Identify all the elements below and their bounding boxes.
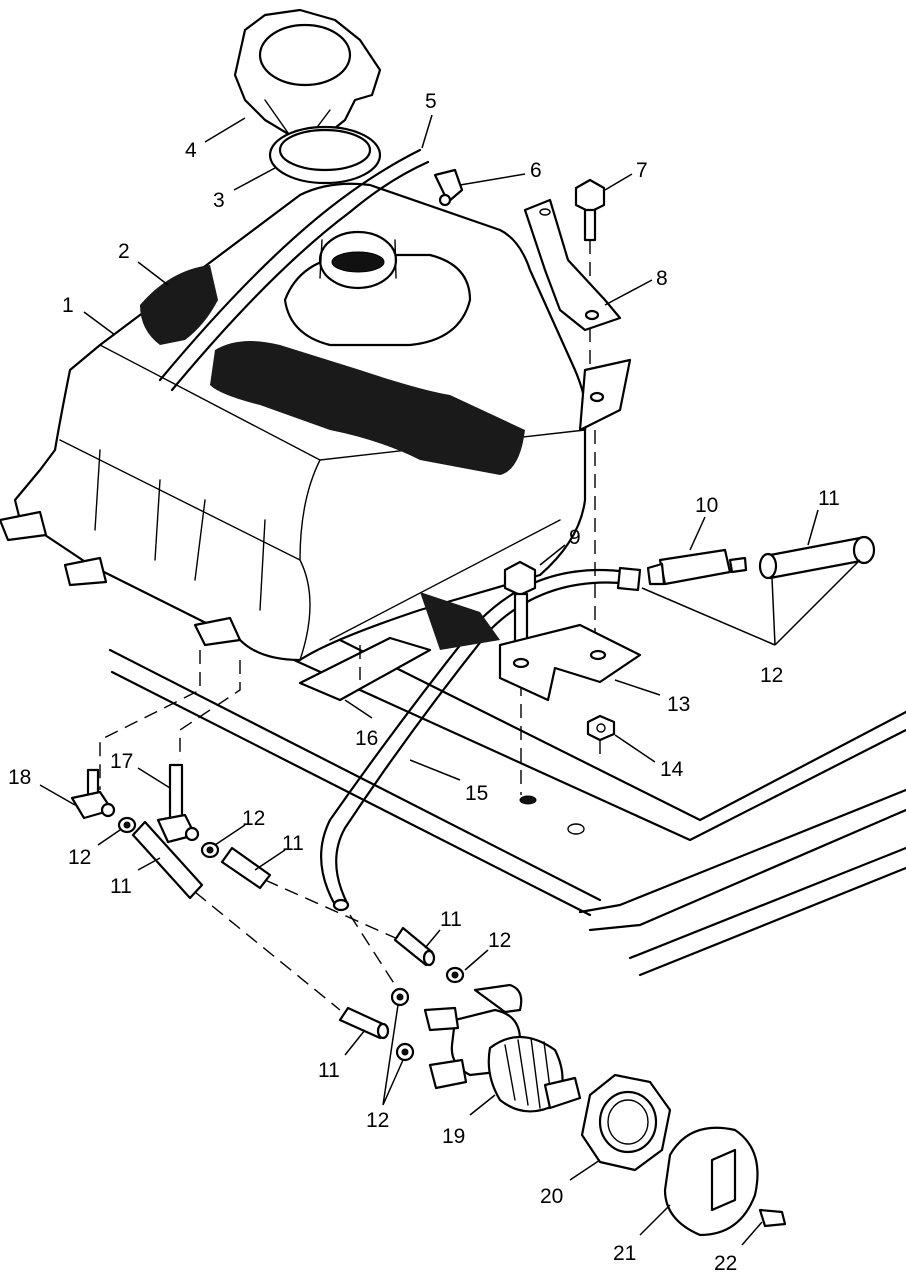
knob-screw [758,1208,787,1228]
svg-text:7: 7 [636,159,648,182]
callout-1: 1 [62,294,116,336]
svg-text:8: 8 [656,267,668,290]
svg-text:19: 19 [442,1125,465,1148]
svg-text:12: 12 [242,807,265,830]
hose-11-lower [131,820,436,1040]
callout-11-mid: 11 [254,832,304,871]
callout-20: 20 [540,1159,601,1208]
callout-11-left: 11 [110,857,161,898]
svg-text:11: 11 [318,1059,340,1082]
svg-text:13: 13 [667,693,690,716]
svg-text:10: 10 [695,494,718,517]
callout-18: 18 [8,766,76,806]
callout-11-upper: 11 [807,487,840,546]
filler-cap [233,8,382,152]
callout-6: 6 [459,159,542,186]
elbow-fitting-17 [156,763,200,844]
inline-fuel-filter [646,548,748,586]
hose-11-upper [758,535,876,580]
callout-17: 17 [110,750,171,789]
fuel-valve [349,914,582,1113]
pad-16 [298,636,432,702]
callout-16: 16 [344,699,378,750]
vent-fitting [433,168,464,207]
svg-text:21: 21 [613,1242,636,1265]
frame-rails [108,618,906,977]
svg-text:11: 11 [440,908,462,931]
callout-11-right: 11 [424,908,462,949]
callout-8: 8 [604,267,668,306]
svg-text:12: 12 [488,929,511,952]
washers-12 [117,816,465,1062]
callout-22: 22 [714,1221,763,1274]
svg-text:11: 11 [110,875,132,898]
svg-text:15: 15 [465,782,488,805]
callout-9: 9 [539,526,581,566]
guide-lines [99,650,241,790]
svg-text:12: 12 [760,664,783,687]
callout-15: 15 [409,759,488,805]
svg-text:16: 16 [355,727,378,750]
callout-12-mid: 12 [214,807,265,846]
svg-text:14: 14 [660,758,684,781]
filler-cap-ring [268,125,382,185]
callout-13: 13 [614,679,690,716]
callout-5: 5 [421,90,437,149]
svg-text:9: 9 [569,526,581,549]
callout-12-bottom: 12 [366,1004,404,1132]
callout-19: 19 [442,1094,496,1148]
mounting-bracket-13 [420,592,642,702]
callout-21: 21 [613,1204,671,1265]
callout-12-right: 12 [464,929,511,971]
valve-knob [663,1126,759,1237]
svg-text:3: 3 [213,189,225,212]
svg-text:11: 11 [282,832,304,855]
svg-text:4: 4 [185,139,197,162]
mounting-bracket-8 [523,198,632,652]
elbow-fitting-18 [70,768,116,820]
svg-text:17: 17 [110,750,133,773]
svg-text:1: 1 [62,294,74,317]
svg-text:18: 18 [8,766,31,789]
svg-text:12: 12 [68,846,91,869]
fuel-line [320,566,642,912]
callout-10: 10 [689,494,718,551]
fuel-tank [0,148,588,662]
callout-11-bottom: 11 [318,1029,366,1082]
svg-text:6: 6 [530,159,542,182]
callout-7: 7 [604,159,648,191]
callout-12-left: 12 [68,829,121,869]
svg-text:20: 20 [540,1185,563,1208]
svg-text:22: 22 [714,1252,737,1274]
bolt-9 [503,560,537,795]
callout-12-upper: 12 [641,559,861,687]
callout-3: 3 [213,167,276,212]
callout-14: 14 [614,734,684,781]
callout-4: 4 [185,117,246,162]
callout-2: 2 [118,240,169,286]
svg-text:12: 12 [366,1109,389,1132]
nut-14 [586,714,616,760]
svg-text:2: 2 [118,240,130,263]
svg-text:11: 11 [818,487,840,510]
svg-text:5: 5 [425,90,437,113]
valve-nut [580,1073,672,1172]
